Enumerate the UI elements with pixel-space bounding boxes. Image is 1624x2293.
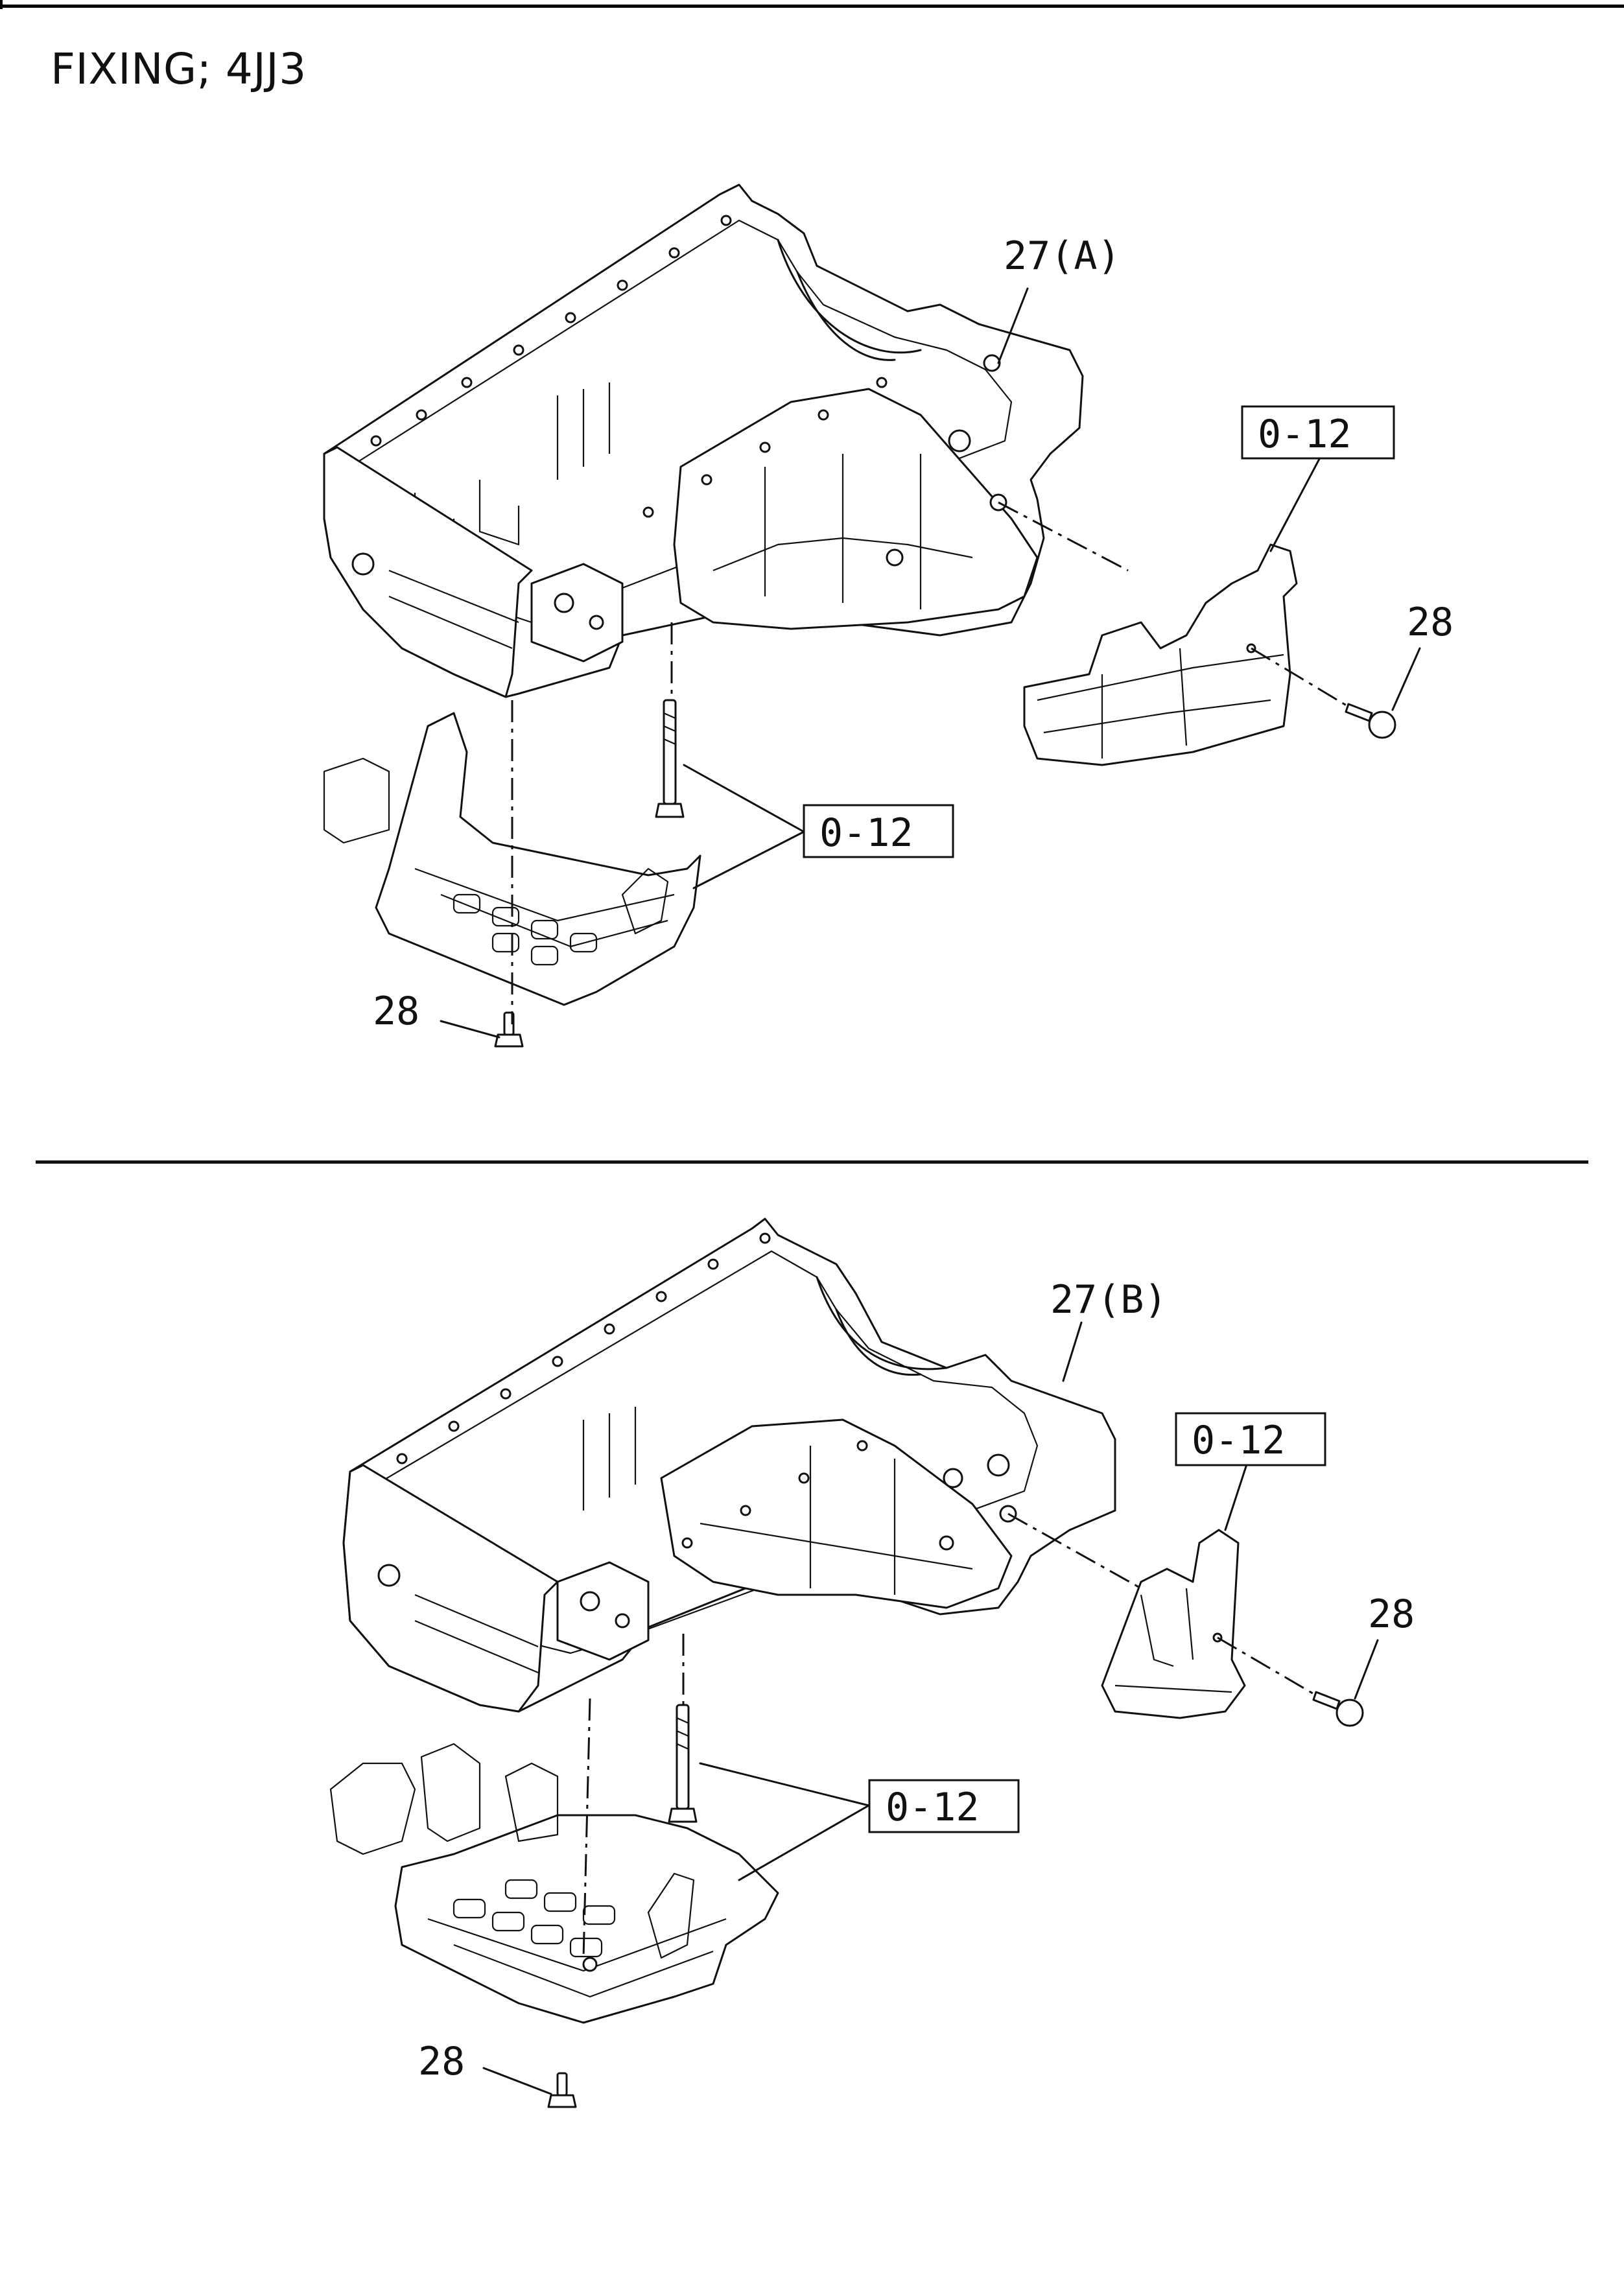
- side-bracket-a: [1023, 543, 1298, 766]
- leader-28-bracket-a: [1391, 647, 1421, 711]
- label-ref-bracket-b: 0-12: [1192, 1418, 1286, 1463]
- frame-top-border: [0, 0, 1624, 8]
- leader-ref-baffle-a1: [683, 764, 805, 833]
- bolt-28-baffle-a: [494, 1011, 524, 1048]
- frame-left-tick: [0, 0, 3, 9]
- label-ref-baffle-b: 0-12: [886, 1785, 980, 1830]
- label-28-bracket-a: 28: [1407, 600, 1453, 645]
- long-bolt-a: [655, 699, 685, 818]
- label-27b: 27(B): [1050, 1277, 1168, 1323]
- bottom-diagram: 27(B) 0-12 0-12 28 28: [329, 1217, 1415, 2108]
- leader-ref-baffle-b1: [699, 1762, 870, 1807]
- label-28-baffle-a: 28: [373, 989, 419, 1034]
- side-bracket-b: [1101, 1529, 1246, 1719]
- leader-28-baffle-a: [440, 1020, 500, 1039]
- leader-ref-baffle-b2: [738, 1804, 870, 1881]
- bolt-28-bracket-a: [1345, 703, 1396, 739]
- label-28-baffle-b: 28: [418, 2039, 465, 2084]
- leader-ref-bracket-a: [1269, 458, 1321, 552]
- bolt-28-bracket-b: [1312, 1691, 1364, 1727]
- leader-27a: [997, 287, 1029, 364]
- section-divider: [36, 1160, 1588, 1164]
- ref-box-bracket-b: [1175, 1412, 1326, 1466]
- align-line-b4: [1217, 1636, 1317, 1697]
- label-ref-bracket-a: 0-12: [1258, 412, 1352, 457]
- leader-28-baffle-b: [482, 2067, 552, 2095]
- bolt-28-baffle-b: [547, 2072, 577, 2108]
- align-line-a3: [998, 501, 1129, 572]
- ref-box-baffle-a: [803, 804, 954, 858]
- oil-pan-b: [342, 1217, 1116, 1713]
- ref-box-bracket-a: [1241, 405, 1395, 460]
- label-27a: 27(A): [1004, 233, 1121, 279]
- leader-28-bracket-b: [1354, 1639, 1379, 1700]
- leader-ref-baffle-a2: [692, 830, 805, 889]
- oil-pan-a: [323, 183, 1084, 698]
- leader-27b: [1062, 1321, 1083, 1382]
- baffle-plate-b: [329, 1743, 779, 2024]
- align-line-a4: [1251, 647, 1349, 708]
- label-ref-baffle-a: 0-12: [819, 810, 913, 856]
- label-28-bracket-b: 28: [1368, 1592, 1415, 1637]
- baffle-plate-a: [323, 712, 701, 1006]
- top-diagram: 27(A) 0-12 0-12 28 28: [323, 183, 1453, 1048]
- align-line-b3: [1007, 1512, 1142, 1590]
- ref-box-baffle-b: [868, 1779, 1020, 1833]
- leader-ref-bracket-b: [1224, 1465, 1247, 1531]
- align-line-b1: [582, 1698, 591, 1958]
- long-bolt-b: [668, 1704, 698, 1823]
- page-title: FIXING; 4JJ3: [51, 44, 307, 94]
